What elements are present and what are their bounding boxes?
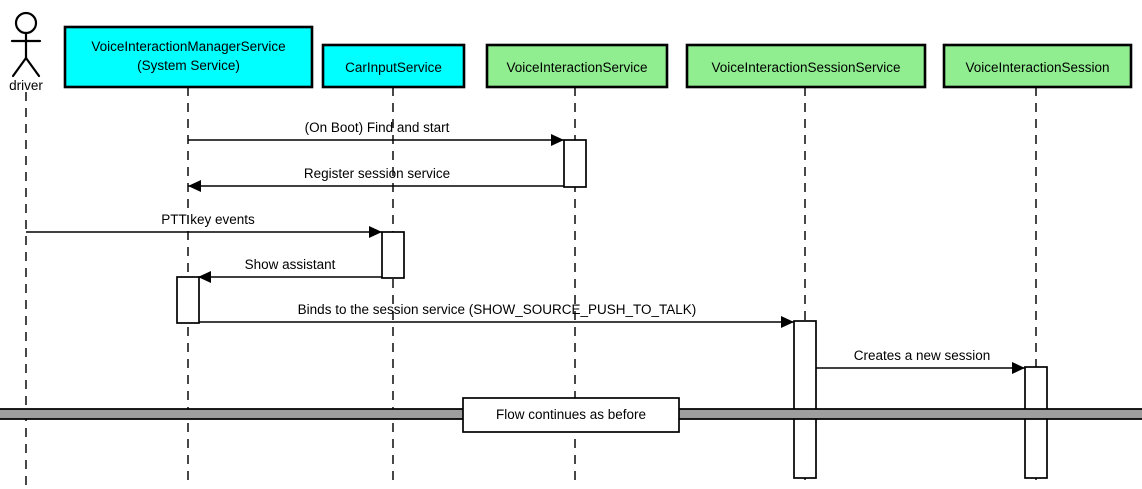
participant-vis[interactable]: VoiceInteractionService — [485, 43, 669, 89]
divider-note-label: Flow continues as before — [496, 407, 646, 422]
actor-stick-figure-icon — [10, 11, 42, 78]
participant-box-cis — [321, 43, 466, 89]
participant-box-vis — [485, 43, 669, 89]
message-m6: Creates a new session — [816, 348, 1025, 374]
participant-label-vis: VoiceInteractionService — [506, 60, 647, 75]
activation-bar-act-vises-1 — [1024, 366, 1048, 479]
participants-layer: VoiceInteractionManagerService (System Se… — [63, 25, 1133, 89]
activation-bar-act-cis-1 — [381, 231, 405, 279]
participant-viss[interactable]: VoiceInteractionSessionService — [685, 43, 927, 89]
participant-label-vims: VoiceInteractionManagerService — [91, 39, 285, 54]
participant-label-viss: VoiceInteractionSessionService — [711, 60, 900, 75]
participant-vims[interactable]: VoiceInteractionManagerService (System Se… — [63, 25, 314, 89]
message-label-m5: Binds to the session service (SHOW_SOURC… — [298, 302, 697, 317]
activation-bar-act-viss-1 — [793, 320, 817, 479]
divider-layer: Flow continues as before — [0, 397, 1142, 433]
message-m1: (On Boot) Find and start — [188, 120, 564, 146]
message-label-m4: Show assistant — [245, 257, 336, 272]
message-m3: PTT key events — [26, 212, 382, 238]
message-m2: Register session service — [188, 166, 564, 192]
message-m5: Binds to the session service (SHOW_SOURC… — [178, 302, 794, 328]
participant-box-viss — [685, 43, 927, 89]
actor-layer: driver — [9, 11, 43, 93]
message-label-m2: Register session service — [304, 166, 450, 181]
participant-sublabel-vims: (System Service) — [137, 58, 240, 73]
message-label-m6: Creates a new session — [854, 348, 991, 363]
participant-visess[interactable]: VoiceInteractionSession — [942, 43, 1133, 89]
message-label-m3: PTT key events — [161, 212, 255, 227]
actor-label-driver: driver — [9, 78, 43, 93]
message-m4: Show assistant — [198, 257, 382, 283]
participant-box-visess — [942, 43, 1133, 89]
activation-bar-act-vis-1 — [563, 139, 587, 188]
participant-cis[interactable]: CarInputService — [321, 43, 466, 89]
participant-box-vims — [63, 25, 314, 89]
message-label-m1: (On Boot) Find and start — [305, 120, 450, 135]
participant-label-cis: CarInputService — [345, 60, 442, 75]
activation-bar-act-vims-1 — [176, 276, 200, 324]
activations-layer — [176, 139, 1048, 479]
divider-note-box — [462, 397, 680, 433]
participant-label-visess: VoiceInteractionSession — [965, 60, 1109, 75]
